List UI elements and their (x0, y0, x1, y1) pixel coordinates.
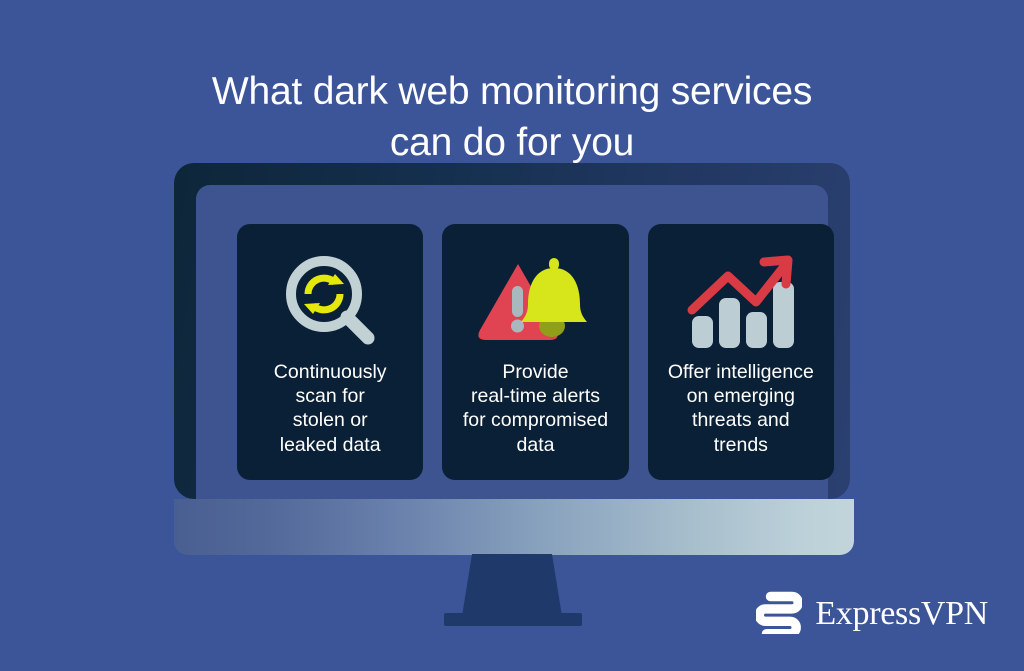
expressvpn-wordmark: ExpressVPN (815, 594, 988, 632)
magnifying-glass-refresh-icon (260, 248, 400, 356)
expressvpn-logo: ExpressVPN (754, 588, 988, 639)
text-line: scan for (295, 385, 365, 408)
monitor-illustration: Continuously scan for stolen or leaked d… (174, 163, 850, 499)
monitor-base (174, 499, 854, 555)
page-title-line-2: can do for you (389, 121, 635, 165)
monitor-stand (462, 554, 562, 616)
text-line: threats and (692, 409, 790, 432)
text-line: Continuously (273, 361, 387, 383)
expressvpn-e-mark-icon (754, 588, 804, 639)
text-line: stolen or (292, 409, 368, 432)
feature-card-alerts: Provide real-time alerts for compromised… (442, 224, 629, 480)
text-line: for compromised (462, 409, 609, 432)
monitor-stand-foot (444, 613, 582, 626)
text-line: on emerging (686, 385, 796, 408)
text-line: data (516, 433, 555, 456)
page-title: What dark web monitoring services can do… (0, 66, 1024, 168)
feature-card-scan-text: Continuously scan for stolen or leaked d… (266, 360, 395, 457)
feature-card-scan: Continuously scan for stolen or leaked d… (237, 224, 424, 480)
text-line: real-time alerts (471, 385, 600, 408)
feature-card-list: Continuously scan for stolen or leaked d… (237, 224, 834, 480)
text-line: trends (713, 433, 768, 456)
page-title-line-1: What dark web monitoring services (211, 70, 813, 114)
text-line: leaked data (279, 433, 381, 456)
text-line: Offer intelligence (667, 361, 814, 383)
warning-triangle-bell-icon (465, 248, 605, 356)
feature-card-intelligence-text: Offer intelligence on emerging threats a… (660, 360, 822, 457)
feature-card-intelligence: Offer intelligence on emerging threats a… (647, 224, 834, 480)
feature-card-alerts-text: Provide real-time alerts for compromised… (455, 360, 616, 457)
monitor-screen: Continuously scan for stolen or leaked d… (196, 185, 834, 499)
bar-chart-trend-up-icon (671, 248, 811, 356)
text-line: Provide (502, 361, 569, 383)
